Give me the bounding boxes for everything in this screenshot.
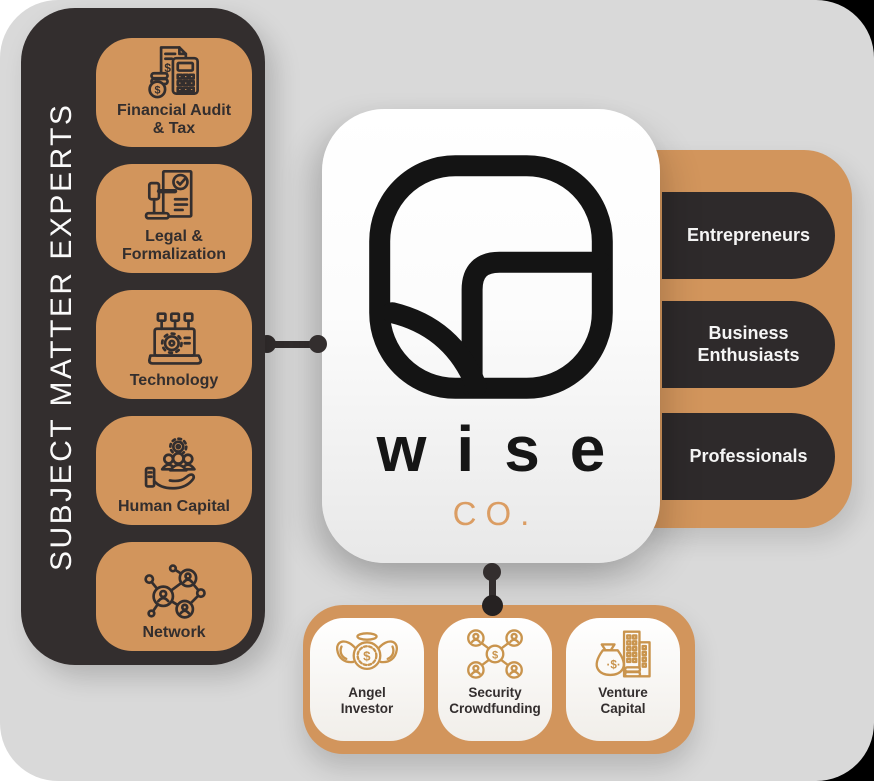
funding-card-label: Venture Capital bbox=[598, 685, 648, 716]
expert-card-label: Financial Audit & Tax bbox=[116, 102, 232, 138]
expert-list: $ $ Financial Audit & Tax bbox=[96, 38, 252, 651]
svg-text:$: $ bbox=[154, 85, 160, 97]
expert-card-legal-formalization: Legal & Formalization bbox=[96, 164, 252, 273]
brand-name: wise bbox=[376, 413, 636, 485]
expert-card-financial-audit-tax: $ $ Financial Audit & Tax bbox=[96, 38, 252, 147]
audience-pill-business-enthusiasts: Business Enthusiasts bbox=[662, 301, 835, 388]
sidebar-title: SUBJECT MATTER EXPERTS bbox=[45, 102, 78, 571]
funding-connector-dot-top bbox=[483, 563, 501, 581]
expert-card-technology: Technology bbox=[96, 290, 252, 399]
svg-text:$: $ bbox=[363, 648, 371, 663]
funding-connector-dot-bottom bbox=[482, 595, 503, 616]
expert-card-label: Legal & Formalization bbox=[121, 228, 226, 264]
human-capital-icon bbox=[144, 437, 196, 490]
audience-label: Professionals bbox=[689, 445, 808, 466]
funding-panel: $ Angel Investor $ Sec bbox=[303, 605, 695, 754]
sidebar-connector-line bbox=[250, 341, 318, 348]
audience-pill-entrepreneurs: Entrepreneurs bbox=[662, 192, 835, 279]
funding-card-security-crowdfunding: $ Security Crowdfunding bbox=[438, 618, 552, 741]
network-icon bbox=[144, 564, 206, 619]
expert-card-network: Network bbox=[96, 542, 252, 651]
audience-label: Entrepreneurs bbox=[686, 224, 811, 245]
technology-icon bbox=[147, 312, 203, 365]
venture-capital-icon: ·$· bbox=[595, 630, 651, 678]
legal-formalization-icon bbox=[144, 170, 193, 220]
audience-pill-professionals: Professionals bbox=[662, 413, 835, 500]
svg-text:$: $ bbox=[164, 61, 171, 75]
brand-card: wise CO. bbox=[322, 109, 660, 563]
svg-text:$: $ bbox=[492, 649, 499, 661]
funding-connector-line bbox=[489, 566, 496, 608]
audience-label: Business Enthusiasts bbox=[697, 322, 800, 365]
funding-card-angel-investor: $ Angel Investor bbox=[310, 618, 424, 741]
expert-card-human-capital: Human Capital bbox=[96, 416, 252, 525]
sidebar-connector-dot-right bbox=[309, 335, 327, 353]
security-crowdfunding-icon: $ bbox=[467, 629, 523, 679]
expert-card-label: Technology bbox=[129, 372, 219, 390]
financial-audit-icon: $ $ bbox=[148, 46, 199, 99]
experts-sidebar: SUBJECT MATTER EXPERTS $ bbox=[21, 8, 265, 665]
wise-logo bbox=[369, 155, 613, 399]
funding-card-label: Angel Investor bbox=[340, 685, 394, 716]
funding-card-label: Security Crowdfunding bbox=[449, 685, 541, 716]
angel-investor-icon: $ bbox=[336, 632, 398, 671]
funding-card-venture-capital: ·$· Venture Capital bbox=[566, 618, 680, 741]
svg-text:·$·: ·$· bbox=[607, 658, 621, 671]
expert-card-label: Human Capital bbox=[117, 498, 230, 516]
brand-suffix: CO. bbox=[452, 495, 539, 532]
expert-card-label: Network bbox=[142, 624, 206, 642]
